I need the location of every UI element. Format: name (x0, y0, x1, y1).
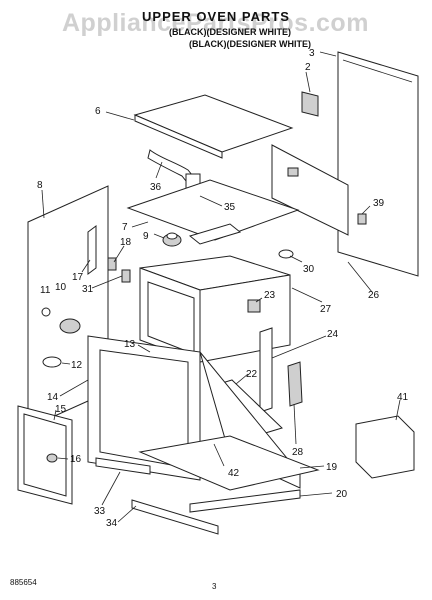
callout-2: 2 (305, 62, 311, 73)
model-line: (BLACK)(DESIGNER WHITE) (169, 27, 291, 37)
oven-cavity-side (199, 274, 291, 363)
part-3-rear-panel (337, 51, 419, 277)
part-6-top-panel (133, 94, 294, 153)
callout-12: 12 (71, 360, 83, 371)
callout-24: 24 (327, 329, 339, 340)
callout-10: 10 (55, 282, 67, 293)
part-2-bracket (301, 91, 319, 117)
part-19-floor-panel (138, 435, 320, 491)
part-31-switch (121, 269, 131, 283)
callout-6: 6 (95, 106, 101, 117)
callout-26: 26 (368, 290, 380, 301)
callout-39: 39 (373, 198, 385, 209)
callout-27: 27 (320, 304, 332, 315)
part-26-side-panel (271, 144, 349, 236)
part-33-vent (95, 457, 151, 475)
callout-15: 15 (55, 404, 67, 415)
callout-28: 28 (292, 447, 304, 458)
callout-16: 16 (70, 454, 82, 465)
callout-42: 42 (228, 468, 240, 479)
callout-35: 35 (224, 202, 236, 213)
callout-13: 13 (124, 339, 136, 350)
callout-41: 41 (397, 392, 409, 403)
callout-19: 19 (326, 462, 338, 473)
part-18-clip (107, 257, 117, 271)
callout-34: 34 (106, 518, 118, 529)
part-16-clip (46, 453, 58, 463)
callout-9: 9 (143, 231, 149, 242)
part-10-light-socket (59, 318, 81, 334)
watermark: AppliancePartsPros.com (62, 9, 369, 37)
part-23-bracket (247, 299, 261, 313)
part-39-clip (357, 213, 367, 225)
variant-line: (BLACK)(DESIGNER WHITE) (189, 39, 311, 49)
callout-23: 23 (264, 290, 276, 301)
callout-8: 8 (37, 180, 43, 191)
callout-36: 36 (150, 182, 162, 193)
part-28-latch (287, 361, 303, 407)
diagram-code: 885654 (10, 578, 37, 587)
diagram-title: UPPER OVEN PARTS (142, 9, 290, 24)
part-35-top-plate (126, 179, 300, 241)
callout-17: 17 (72, 272, 84, 283)
page-number: 3 (212, 582, 217, 591)
callout-33: 33 (94, 506, 106, 517)
part-34-trim (131, 499, 219, 535)
part-11-clip (41, 307, 51, 317)
callout-7: 7 (122, 222, 128, 233)
part-20-trim (189, 489, 301, 513)
callout-30: 30 (303, 264, 315, 275)
callout-20: 20 (336, 489, 348, 500)
callout-14: 14 (47, 392, 59, 403)
part-12-bulb (42, 356, 62, 368)
callout-22: 22 (246, 369, 258, 380)
callout-3: 3 (309, 48, 315, 59)
callout-11: 11 (40, 285, 51, 296)
part-17-bracket (87, 225, 97, 275)
part-41-bracket (355, 415, 415, 479)
part-24-latch-plate (259, 327, 273, 413)
callout-18: 18 (120, 237, 132, 248)
callout-31: 31 (82, 284, 94, 295)
part-30-cover (278, 249, 294, 259)
